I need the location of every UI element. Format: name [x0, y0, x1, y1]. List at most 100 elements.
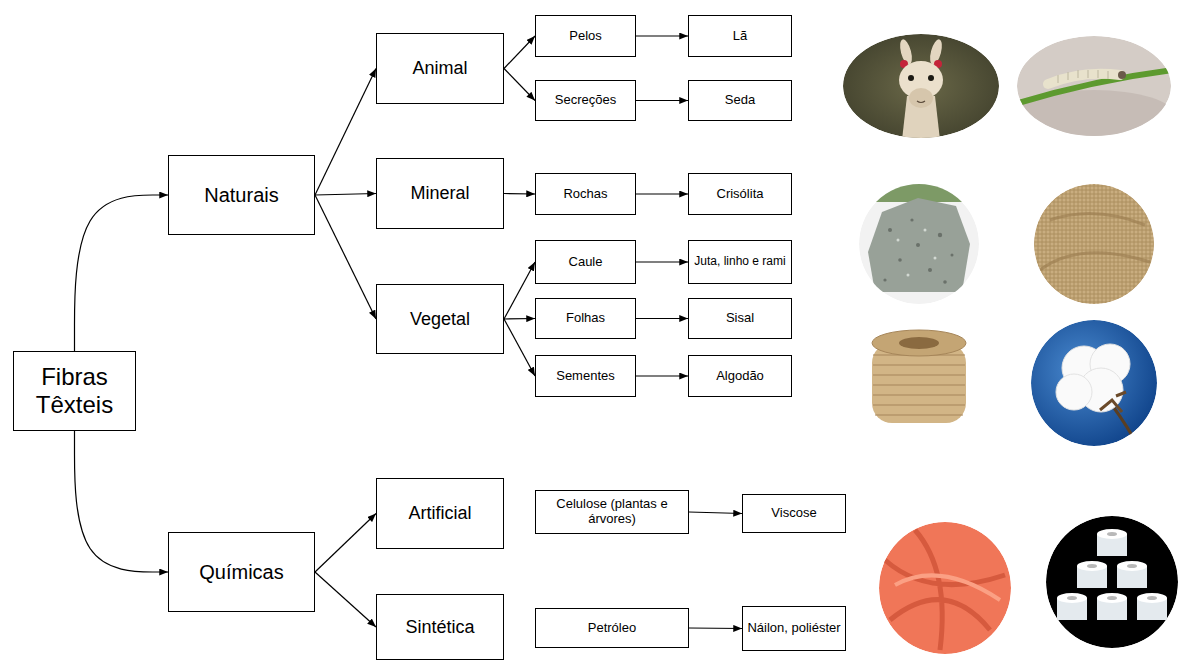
- spool: [1117, 561, 1147, 588]
- fiber-box: Crisólita: [688, 173, 792, 215]
- group-box: Mineral: [376, 158, 504, 229]
- connector-arrow: [75, 431, 169, 572]
- node-label: Naturais: [204, 184, 278, 207]
- spool: [1077, 561, 1107, 588]
- fiber-box: Juta, linho e rami: [688, 240, 792, 284]
- silkworm-segments: [1058, 70, 1108, 83]
- group-box: Artificial: [376, 478, 504, 549]
- connector-arrow: [636, 35, 688, 36]
- silkworm-head: [1118, 71, 1126, 79]
- fiber-box: Lã: [688, 15, 792, 57]
- connector-arrow: [504, 69, 535, 101]
- spools-photo: [1046, 516, 1178, 648]
- photo-ground: [1031, 320, 1157, 446]
- source-box: Celulose (plantas e árvores): [535, 490, 689, 534]
- fabric-highlight: [895, 575, 1000, 600]
- node-label: Sementes: [556, 369, 615, 384]
- leaf-stem: [1015, 70, 1173, 104]
- connector-arrow: [689, 512, 742, 514]
- node-label: Secreções: [555, 93, 616, 108]
- group-box: Animal: [376, 33, 504, 104]
- silkworm-body: [1048, 74, 1120, 84]
- rock-specks: [883, 218, 953, 283]
- fiber-box: Náilon, poliéster: [742, 606, 846, 651]
- source-box: Rochas: [535, 173, 636, 215]
- node-label: Seda: [725, 93, 755, 108]
- source-box: Pelos: [535, 15, 636, 57]
- connector-arrow: [504, 319, 535, 376]
- fabric: [879, 522, 1011, 654]
- node-label: Artificial: [408, 503, 471, 524]
- connector-arrow: [315, 195, 376, 319]
- node-label: Viscose: [771, 506, 816, 521]
- connector-arrow: [636, 318, 688, 319]
- category-box: Naturais: [168, 155, 315, 235]
- connector-arrow: [636, 193, 688, 194]
- rope-turns: [873, 355, 965, 415]
- rock-specks: [897, 229, 937, 277]
- source-box: Caule: [535, 240, 636, 284]
- cotton-bract: [1100, 392, 1126, 412]
- node-label: Sisal: [726, 311, 754, 326]
- fiber-box: Viscose: [742, 494, 846, 533]
- llama-muzzle: [909, 88, 933, 108]
- spool: [1097, 593, 1127, 620]
- source-box: Folhas: [535, 298, 636, 339]
- spool: [1137, 593, 1167, 620]
- source-box: Petróleo: [535, 608, 689, 648]
- spool: [1097, 529, 1127, 556]
- source-box: Sementes: [535, 355, 636, 397]
- photo-ground: [1046, 516, 1178, 648]
- llama-photo: [843, 34, 999, 140]
- jute-cloth: [1034, 184, 1154, 304]
- connector-arrow: [636, 100, 688, 101]
- group-box: Vegetal: [376, 284, 504, 354]
- connector-arrow: [689, 627, 742, 629]
- node-label: Algodão: [716, 369, 764, 384]
- node-label: Animal: [412, 58, 467, 79]
- llama-mouth: [917, 101, 925, 103]
- node-label: Pelos: [569, 29, 602, 44]
- fabric-fold: [885, 530, 1005, 650]
- connector-arrow: [636, 261, 688, 262]
- connector-arrow: [504, 193, 535, 195]
- group-box: Sintética: [376, 594, 504, 660]
- jute-weave: [1034, 184, 1154, 304]
- connector-arrow: [75, 195, 169, 351]
- jute-photo: [1034, 184, 1154, 304]
- cotton-stem: [1112, 405, 1140, 450]
- connector-arrow: [315, 572, 376, 627]
- node-label: Mineral: [410, 183, 469, 204]
- node-label: Químicas: [199, 561, 283, 584]
- rock: [868, 198, 970, 292]
- fiber-box: Algodão: [688, 355, 792, 397]
- fabric-photo: [879, 522, 1011, 654]
- cotton-photo: [1031, 320, 1157, 450]
- node-label: Caule: [569, 255, 603, 270]
- source-box: Secreções: [535, 80, 636, 121]
- rope-hole: [899, 337, 939, 349]
- spool: [1057, 593, 1087, 620]
- node-label: Juta, linho e rami: [694, 255, 785, 269]
- jute-fold: [1040, 214, 1150, 270]
- rock-photo: [855, 180, 985, 304]
- node-label: Folhas: [566, 311, 605, 326]
- node-label: Lã: [733, 29, 747, 44]
- llama-eye: [908, 75, 914, 81]
- connector-arrow: [504, 262, 535, 319]
- node-label: Celulose (plantas e árvores): [540, 497, 684, 527]
- photo-ground: [857, 316, 981, 440]
- node-label: Sintética: [405, 617, 474, 638]
- llama-neck: [902, 96, 940, 140]
- root-box: Fibras Têxteis: [13, 351, 136, 431]
- llama-eye: [928, 75, 934, 81]
- node-label: Vegetal: [410, 309, 470, 330]
- node-label: Rochas: [563, 187, 607, 202]
- rope-photo: [857, 316, 981, 440]
- node-label: Náilon, poliéster: [747, 621, 840, 636]
- node-label: Petróleo: [588, 621, 636, 636]
- connector-arrow: [315, 69, 376, 196]
- connector-arrow: [315, 194, 376, 196]
- fiber-box: Sisal: [688, 298, 792, 339]
